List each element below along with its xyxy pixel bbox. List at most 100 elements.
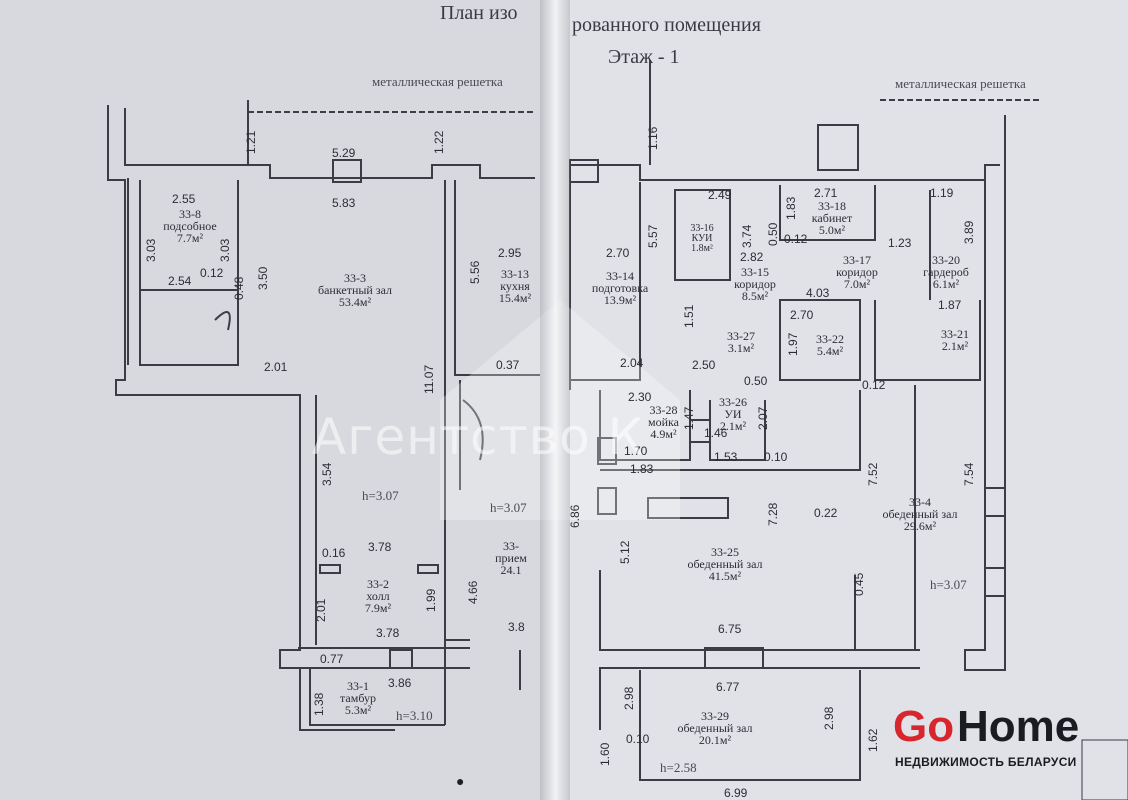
room-33-20: 33-20 гардероб 6.1м² [916,254,976,290]
room-33-16: 33-16 КУИ 1.8м² [676,224,728,254]
dimension: 3.86 [388,676,412,690]
dimension: 0.48 [232,276,246,300]
room-id: 33-13 [501,267,529,281]
room-area: 53.4м² [338,295,372,309]
dimension: 3.8 [508,620,525,634]
room-id: 33-28 [649,403,678,417]
room-id: 33-3 [344,271,366,285]
stairs [817,124,859,171]
room-area: 29.6м² [903,519,937,533]
dimension: 1.22 [432,130,446,154]
dimension: 3.50 [256,266,270,290]
dimension: 7.52 [866,462,880,486]
room-name: мойка [648,415,679,429]
room-area: 13.9м² [603,293,637,307]
paper-fold [540,0,570,800]
dimension: 1.23 [888,236,912,250]
room-33-13: 33-13 кухня 15.4м² [480,268,550,304]
logo-go: Go [893,702,955,751]
dimension: 3.03 [144,238,158,262]
room-area: 1.8м² [691,243,713,254]
grille-label-left: металлическая решетка [372,74,503,89]
room-id: 33-15 [741,265,769,279]
dimension: 1.46 [704,426,728,440]
dimension: 1.62 [866,728,880,752]
room-area: 2.1м² [941,339,969,353]
dimension: 1.53 [714,450,738,464]
wall [674,189,731,281]
room-33-26: 33-26 УИ 2.1м² [708,396,758,432]
dimension: 1.19 [930,186,954,200]
grille-label-right: металлическая решетка [895,76,1026,91]
door-swing [214,311,231,331]
room-name: кухня [500,279,530,293]
fixture [319,564,341,574]
height-label: h=3.10 [396,708,433,723]
fixture [647,497,729,519]
dimension: 0.77 [320,652,344,666]
room-area: 3.1м² [727,341,755,355]
dimension: 3.74 [740,224,754,248]
room-33-reception: 33- прием 24.1 [476,540,546,576]
room-33-22: 33-22 5.4м² [800,333,860,357]
dimension: 1.97 [786,332,800,356]
room-name: коридор [836,265,878,279]
room-area: 15.4м² [498,291,532,305]
room-area: 6.1м² [932,277,960,291]
dimension: 6.75 [718,622,742,636]
dimension: 1.47 [682,406,696,430]
window [332,159,362,183]
height-label: h=3.07 [362,488,399,503]
room-33-14: 33-14 подготовка 13.9м² [580,270,660,306]
room-33-1: 33-1 тамбур 5.3м² [328,680,388,716]
room-id: 33-4 [909,495,931,509]
room-area: 7.7м² [176,231,204,245]
dimension: 2.30 [628,390,652,404]
room-id: 33-21 [941,327,969,341]
room-name: обеденный зал [677,721,753,735]
dimension: 1.83 [784,196,798,220]
dimension: 2.98 [622,686,636,710]
room-id: 33-17 [843,253,871,267]
dimension: 6.77 [716,680,740,694]
dimension: 6.86 [568,504,582,528]
height-label: h=3.07 [930,577,967,592]
dimension: 2.98 [822,706,836,730]
room-33-3: 33-3 банкетный зал 53.4м² [300,272,410,308]
room-name: КУИ [691,233,713,244]
dimension: 2.01 [264,360,288,374]
dimension: 1.51 [682,304,696,328]
watermark: Агентство К [312,408,645,466]
wall [124,108,535,179]
dimension: 5.29 [332,146,356,160]
dimension: 2.50 [692,358,716,372]
dimension: 0.12 [784,232,808,246]
dimension: 2.01 [314,598,328,622]
room-id: 33-20 [932,253,960,267]
window [984,567,1006,597]
dot: ● [456,775,464,790]
dimension: 1.87 [938,298,962,312]
dimension: 2.49 [708,188,732,202]
room-id: 33-8 [179,207,201,221]
dimension: 3.78 [376,626,400,640]
wall [139,180,239,291]
room-name: холл [366,589,390,603]
room-id: 33-26 [719,395,747,409]
room-area: 4.9м² [650,427,677,441]
window [704,647,764,669]
dimension: 4.03 [806,286,830,300]
dimension: 0.16 [322,546,346,560]
dimension: 5.83 [332,196,356,210]
room-area: 41.5м² [708,569,742,583]
dimension: 7.54 [962,462,976,486]
dimension: 3.89 [962,220,976,244]
room-33-18: 33-18 кабинет 5.0м² [792,200,872,236]
dimension: 3.54 [320,462,334,486]
stamp-box [1081,739,1128,800]
wall [298,647,470,669]
dimension: 0.10 [764,450,788,464]
room-name: гардероб [923,265,969,279]
room-area: 24.1 [500,563,522,577]
